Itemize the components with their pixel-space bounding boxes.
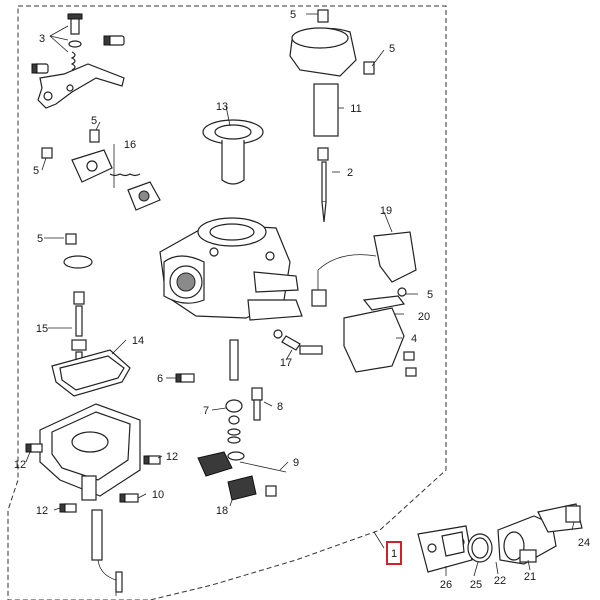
- callout-19: 19: [380, 205, 392, 217]
- jet-group: [175, 329, 323, 444]
- assembly-boundary: [7, 5, 447, 600]
- leader-lines: [25, 13, 575, 577]
- callout-26: 26: [440, 579, 452, 591]
- callout-5-upper-left: 5: [91, 115, 97, 127]
- callout-labels: 5 5 3 13 11 5 16 5 2 19 5 5 15 14 20 4 1…: [14, 9, 590, 591]
- enrichener-plate: [41, 129, 161, 211]
- throttle-sensor: [311, 231, 417, 377]
- choke-bracket: [31, 13, 125, 109]
- vacuum-chamber-cover: [289, 9, 375, 77]
- callout-20: 20: [418, 311, 430, 323]
- callout-6: 6: [157, 373, 163, 385]
- callout-5-mid-right: 5: [427, 289, 433, 301]
- throttle-pieces: [197, 451, 287, 501]
- callout-7: 7: [203, 405, 209, 417]
- callout-5-top: 5: [290, 9, 296, 21]
- callout-10: 10: [152, 489, 164, 501]
- jet-needle: [317, 147, 329, 223]
- callout-5-right: 5: [389, 43, 395, 55]
- spring-11: [313, 83, 339, 137]
- diaphragm-piston: [202, 119, 264, 185]
- float-bowl-gasket: [51, 349, 131, 397]
- float-bowl: [39, 403, 141, 596]
- callout-1: 1: [391, 548, 397, 560]
- callout-8: 8: [277, 401, 283, 413]
- intake-manifold-parts: [417, 503, 583, 573]
- callout-3: 3: [39, 33, 45, 45]
- callout-11: 11: [350, 103, 361, 115]
- callout-12-right: 12: [166, 451, 178, 463]
- callout-5-mid-left: 5: [37, 233, 43, 245]
- callout-18: 18: [216, 505, 228, 517]
- callout-13: 13: [216, 101, 228, 113]
- callout-5-left: 5: [33, 165, 39, 177]
- callout-2: 2: [347, 167, 353, 179]
- callout-1-box: 1: [386, 541, 402, 565]
- callout-9: 9: [293, 457, 299, 469]
- callout-15: 15: [36, 323, 48, 335]
- callout-21: 21: [524, 571, 536, 583]
- carburetor-body: [159, 217, 303, 321]
- callout-16: 16: [124, 139, 136, 151]
- needle-jet-group: [63, 233, 93, 371]
- callout-17: 17: [280, 357, 292, 369]
- callout-24: 24: [578, 537, 590, 549]
- callout-12-left: 12: [14, 459, 26, 471]
- callout-14: 14: [132, 335, 144, 347]
- callout-4: 4: [411, 333, 417, 345]
- callout-12-bottom: 12: [36, 505, 48, 517]
- callout-22: 22: [494, 575, 506, 587]
- callout-25: 25: [470, 579, 482, 591]
